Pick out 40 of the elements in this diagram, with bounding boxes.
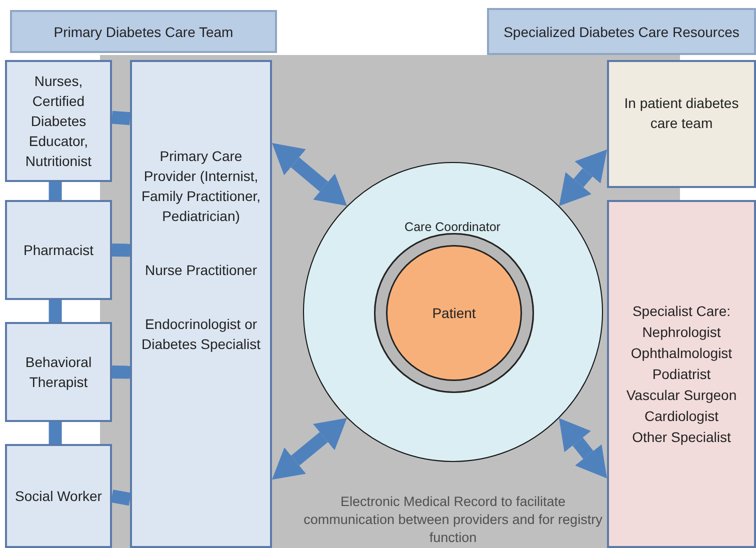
specialist-line: Cardiologist [644,406,720,426]
specialist-line: Podiatrist [651,364,712,384]
connector-bar [48,300,62,322]
header-box [487,8,756,55]
team-box [5,200,112,300]
specialist-box [607,200,756,548]
specialist-line: Nephrologist [641,322,722,342]
header-title: Specialized Diabetes Care Resources [502,22,740,42]
specialist-line: Vascular Surgeon [625,386,738,405]
inpatient-box [607,60,756,188]
record-caption: Electronic Medical Record to facilitate communication between providers and for registry function [302,493,604,547]
patient-label: Patient [432,304,476,322]
provider-text: Primary Care Provider (Internist, Family Practitioner, Pediatrician) [140,147,262,226]
coordinator-label: Care Coordinator [404,219,502,236]
provider-text: Nurse Practitioner [144,261,258,280]
specialist-line: Specialist Care: [631,302,732,321]
provider-box [130,60,272,548]
connector-bar [112,110,130,126]
connector-bar [112,366,130,379]
team-label: Nurses, Certified Diabetes Educator, Nutritionist [24,72,93,171]
team-label: In patient diabetes care team [623,94,740,133]
double-arrow [559,418,607,478]
team-label: Pharmacist [22,241,95,260]
provider-text: Endocrinologist or Diabetes Specialist [140,315,262,354]
specialist-line: Other Specialist [631,428,732,447]
double-arrow [559,150,608,206]
team-label: Behavioral Therapist [24,353,93,392]
double-arrow [272,143,347,206]
connector-bar [48,182,62,200]
team-box [5,444,112,548]
connector-bar [112,244,130,257]
connector-bar [48,422,62,444]
header-box [10,10,277,53]
specialist-line: Ophthalmologist [630,344,734,363]
header-title: Primary Diabetes Care Team [52,22,234,42]
team-box [5,322,112,422]
team-label: Social Worker [14,487,103,506]
connector-bar [110,490,132,506]
double-arrow [272,418,347,480]
team-box [5,60,112,182]
